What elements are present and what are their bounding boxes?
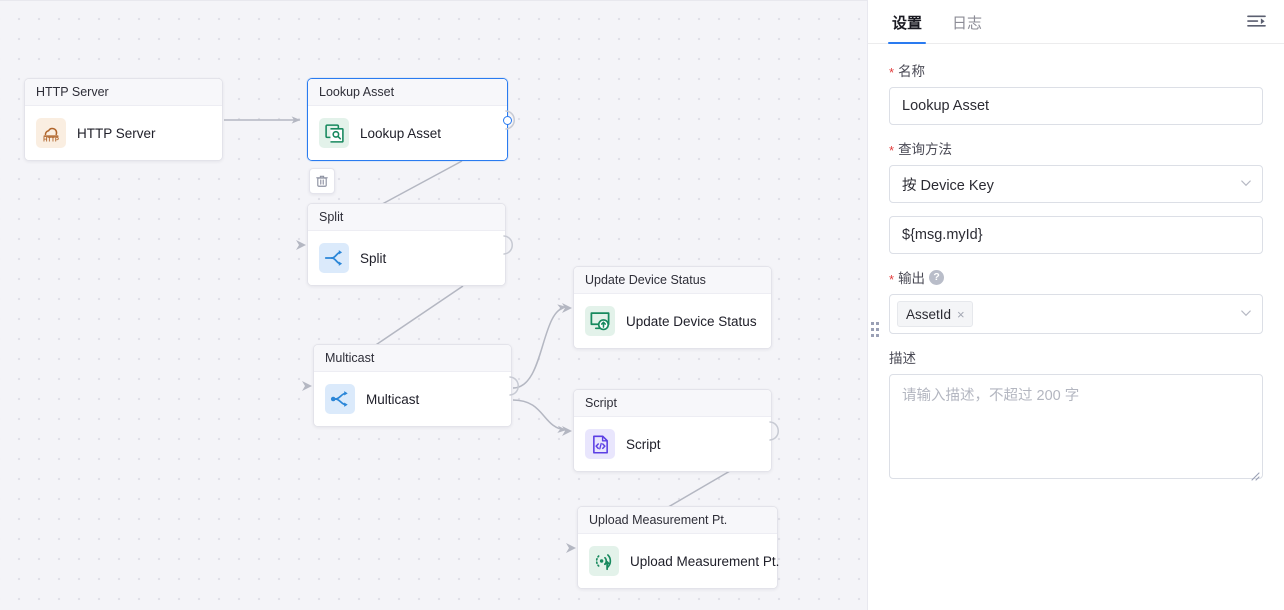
flow-canvas[interactable]: HTTP Server HTTP HTTP Server Lookup Asse… <box>0 0 868 610</box>
field-output-label-text: 输出 <box>898 271 926 286</box>
description-textarea[interactable] <box>889 374 1263 479</box>
menu-unfold-glyph <box>1246 15 1266 27</box>
code-file-icon <box>585 429 615 459</box>
menu-unfold-icon[interactable] <box>1242 8 1270 36</box>
code-file-icon <box>592 434 608 454</box>
node-label: Lookup Asset <box>360 125 442 141</box>
properties-panel: 设置 日志 * 名称 * 查询 <box>868 0 1284 610</box>
node-input-arrow <box>566 542 576 553</box>
field-description-label: 描述 <box>889 347 1263 367</box>
node-body: HTTP HTTP Server <box>25 106 222 160</box>
node-body: Update Device Status <box>574 294 771 348</box>
flow-node-multicast[interactable]: Multicast Multicast <box>302 344 519 427</box>
node-title: Script <box>574 390 771 417</box>
device-status-icon <box>585 306 615 336</box>
asset-search-icon <box>319 118 349 148</box>
chevron-down-icon <box>1241 180 1251 187</box>
node-title: Split <box>308 204 505 231</box>
node-loop-connector <box>509 375 519 396</box>
required-star: * <box>889 271 895 287</box>
node-title: Multicast <box>314 345 511 372</box>
multicast-icon <box>325 384 355 414</box>
name-input[interactable] <box>889 87 1263 125</box>
upload-measurement-icon <box>589 546 619 576</box>
node-body: Lookup Asset <box>308 106 507 160</box>
node-input-arrow <box>302 380 312 391</box>
device-status-icon <box>590 312 610 331</box>
field-name: * 名称 <box>889 60 1263 125</box>
node-output-port[interactable] <box>503 115 512 125</box>
http-cloud-icon: HTTP <box>43 127 59 143</box>
panel-tabs: 设置 日志 <box>868 0 1284 44</box>
query-expression-input[interactable] <box>889 216 1263 254</box>
delete-node-button[interactable] <box>309 168 335 194</box>
query-method-value: 按 Device Key <box>902 177 994 194</box>
trash-icon <box>316 175 328 187</box>
node-input-arrow <box>562 302 572 313</box>
chevron-down-icon <box>1241 310 1251 317</box>
field-output: * 输出 ? AssetId × <box>889 267 1263 334</box>
panel-body: * 名称 * 查询方法 按 Device Key <box>868 44 1284 610</box>
node-loop-connector <box>769 420 779 441</box>
tag-remove-icon[interactable]: × <box>957 306 965 322</box>
node-label: HTTP Server <box>77 125 156 141</box>
question-mark-icon[interactable]: ? <box>929 269 945 285</box>
node-title: Upload Measurement Pt. <box>578 507 777 534</box>
field-description-label-text: 描述 <box>889 351 916 366</box>
node-body: Upload Measurement Pt. <box>578 534 780 588</box>
query-method-select[interactable]: 按 Device Key <box>889 165 1263 203</box>
node-title: Lookup Asset <box>308 79 507 106</box>
split-branch-icon <box>319 243 349 273</box>
tab-logs[interactable]: 日志 <box>952 15 983 32</box>
field-query-method-label: * 查询方法 <box>889 138 1263 158</box>
upload-measurement-icon <box>595 554 612 571</box>
node-title: Update Device Status <box>574 267 771 294</box>
node-label: Multicast <box>366 391 420 407</box>
node-label: Upload Measurement Pt. <box>630 553 780 569</box>
node-title: HTTP Server <box>25 79 222 106</box>
description-wrap <box>889 374 1263 484</box>
node-body: Split <box>308 231 505 285</box>
node-label: Split <box>360 250 387 266</box>
node-body: Multicast <box>314 372 511 426</box>
flow-node-lookup-asset[interactable]: Lookup Asset Lookup Asset <box>307 78 515 161</box>
field-description: 描述 <box>889 347 1263 484</box>
svg-text:HTTP: HTTP <box>43 137 59 143</box>
flow-node-http-server[interactable]: HTTP Server HTTP HTTP Server <box>24 78 223 161</box>
field-name-label-text: 名称 <box>898 64 926 79</box>
flow-node-script[interactable]: Script Script <box>562 389 779 472</box>
required-star: * <box>889 64 895 80</box>
field-query-expression <box>889 216 1263 254</box>
node-input-arrow <box>296 239 306 250</box>
output-tag-label: AssetId <box>906 306 952 322</box>
http-cloud-icon: HTTP <box>36 118 66 148</box>
flow-node-split[interactable]: Split Split <box>296 203 513 286</box>
required-star: * <box>889 142 895 158</box>
field-query-method: * 查询方法 按 Device Key <box>889 138 1263 203</box>
split-branch-icon <box>324 250 343 266</box>
field-output-label: * 输出 ? <box>889 267 1263 287</box>
node-loop-connector <box>505 109 515 130</box>
flow-node-update-device[interactable]: Update Device Status Update Device Statu… <box>562 266 772 349</box>
panel-resize-handle[interactable] <box>871 322 879 340</box>
node-loop-connector <box>503 234 513 255</box>
node-label: Script <box>626 436 661 452</box>
field-name-label: * 名称 <box>889 60 1263 80</box>
output-select[interactable]: AssetId × <box>889 294 1263 334</box>
field-query-method-label-text: 查询方法 <box>898 142 953 157</box>
output-tag-assetid[interactable]: AssetId × <box>897 301 973 327</box>
multicast-icon <box>330 391 348 407</box>
asset-search-icon <box>324 123 344 143</box>
node-label: Update Device Status <box>626 313 757 329</box>
node-input-arrow <box>562 425 572 436</box>
node-body: Script <box>574 417 771 471</box>
tab-settings[interactable]: 设置 <box>887 12 927 44</box>
flow-node-upload-mp[interactable]: Upload Measurement Pt. Upload Measuremen… <box>566 506 780 589</box>
